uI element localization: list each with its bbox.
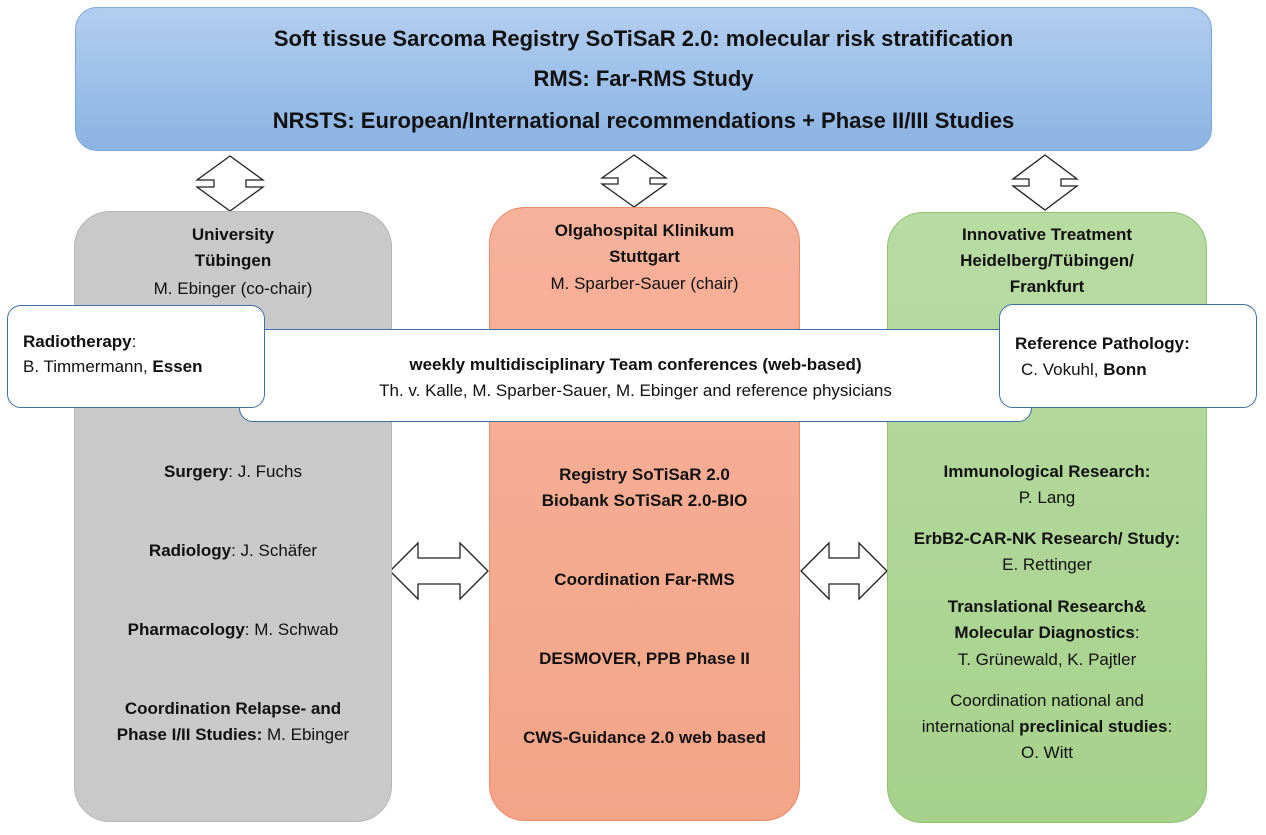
radiotherapy-city: Essen	[152, 357, 203, 376]
innovative-title-line-2: Heidelberg/Tübingen/	[960, 251, 1134, 270]
coordination-international: international	[921, 717, 1020, 736]
pathology-person: C. Vokuhl, Bonn	[1021, 357, 1147, 382]
relapse-name: M. Ebinger	[262, 725, 350, 744]
reference-pathology-box	[999, 304, 1257, 408]
desmover-ppb: DESMOVER, PPB Phase II	[539, 649, 750, 668]
translational-line-1: Translational Research&	[947, 597, 1147, 616]
vertical-double-arrow-center	[599, 154, 669, 208]
radiotherapy-box	[7, 305, 265, 408]
coordination-name: O. Witt	[1021, 743, 1073, 762]
innovative-title-line-1: Innovative Treatment	[961, 225, 1133, 244]
coordination-far-rms: Coordination Far-RMS	[554, 570, 735, 589]
surgery-entry: Surgery: J. Fuchs	[74, 459, 392, 484]
vertical-double-arrow-right	[1011, 154, 1079, 211]
team-conference-members: Th. v. Kalle, M. Sparber-Sauer, M. Ebing…	[379, 381, 892, 400]
relapse-label: Phase I/II Studies:	[116, 725, 263, 744]
translational-names: T. Grünewald, K. Pajtler	[957, 650, 1137, 669]
stuttgart-chair: M. Sparber-Sauer (chair)	[550, 274, 739, 293]
horizontal-double-arrow-right	[800, 541, 888, 601]
pathology-city: Bonn	[1103, 360, 1147, 379]
header-line-2: RMS: Far-RMS Study	[533, 66, 754, 91]
pharmacology-label: Pharmacology	[127, 620, 245, 639]
preclinical-studies-label: preclinical studies	[1019, 717, 1168, 736]
radiotherapy-person: B. Timmermann, Essen	[23, 354, 203, 379]
surgery-name: : J. Fuchs	[228, 462, 302, 481]
stuttgart-column	[489, 207, 800, 821]
radiology-entry: Radiology: J. Schäfer	[74, 538, 392, 563]
coordination-colon: :	[1167, 717, 1173, 736]
tuebingen-title-line-1: University	[191, 225, 275, 244]
registry-line-1: Registry SoTiSaR 2.0	[559, 465, 730, 484]
tuebingen-title-line-2: Tübingen	[194, 251, 272, 270]
pharmacology-name: : M. Schwab	[244, 620, 339, 639]
team-conference-band	[239, 329, 1032, 422]
pathology-label: Reference Pathology:	[1015, 334, 1190, 353]
horizontal-double-arrow-left	[389, 541, 489, 601]
translational-colon: :	[1134, 623, 1140, 642]
team-conference-title: weekly multidisciplinary Team conference…	[409, 355, 862, 374]
innovative-title-line-3: Frankfurt	[1009, 277, 1085, 296]
relapse-line-2: Phase I/II Studies: M. Ebinger	[74, 722, 392, 747]
coordination-line-2: international preclinical studies:	[887, 714, 1207, 739]
stuttgart-title-line-1: Olgahospital Klinikum	[554, 221, 735, 240]
radiotherapy-label: Radiotherapy	[23, 332, 132, 351]
cws-guidance: CWS-Guidance 2.0 web based	[523, 728, 766, 747]
radiotherapy-name: B. Timmermann,	[23, 357, 153, 376]
relapse-line-1: Coordination Relapse- and	[124, 699, 342, 718]
header-line-1: Soft tissue Sarcoma Registry SoTiSaR 2.0…	[273, 26, 1014, 51]
immunological-label: Immunological Research:	[943, 462, 1151, 481]
header-box: Soft tissue Sarcoma Registry SoTiSaR 2.0…	[75, 7, 1212, 151]
stuttgart-title-line-2: Stuttgart	[609, 247, 680, 266]
radiotherapy-colon: :	[131, 332, 137, 351]
pharmacology-entry: Pharmacology: M. Schwab	[74, 617, 392, 642]
pathology-name: C. Vokuhl,	[1021, 360, 1104, 379]
registry-line-2: Biobank SoTiSaR 2.0-BIO	[541, 491, 748, 510]
radiology-name: : J. Schäfer	[231, 541, 318, 560]
immunological-name: P. Lang	[1018, 488, 1076, 507]
translational-line-2: Molecular Diagnostics:	[887, 620, 1207, 645]
radiotherapy-heading: Radiotherapy:	[23, 329, 136, 354]
erbb2-label: ErbB2-CAR-NK Research/ Study:	[913, 529, 1181, 548]
tuebingen-chair: M. Ebinger (co-chair)	[153, 279, 313, 298]
radiology-label: Radiology	[148, 541, 232, 560]
surgery-label: Surgery	[164, 462, 229, 481]
coordination-line-1: Coordination national and	[950, 691, 1144, 710]
molecular-diagnostics-label: Molecular Diagnostics	[954, 623, 1135, 642]
vertical-double-arrow-left	[195, 155, 265, 212]
header-line-3: NRSTS: European/International recommenda…	[272, 108, 1015, 133]
erbb2-name: E. Rettinger	[1002, 555, 1092, 574]
